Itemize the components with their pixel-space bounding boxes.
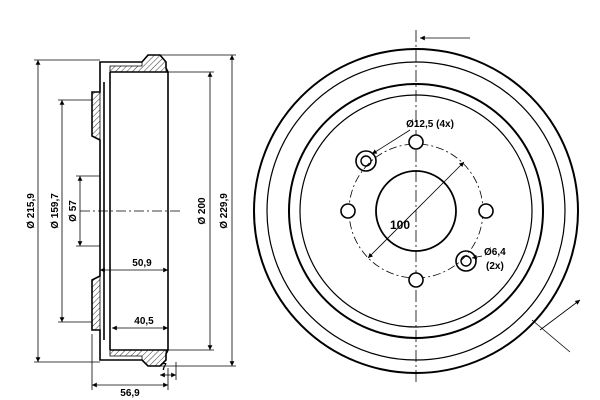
pin-hole-leader [471, 254, 483, 260]
drum-rings [253, 48, 579, 374]
front-view: Ø12,5 (4x) 100 Ø6,4 (2x) [253, 30, 581, 385]
pcd-leader [367, 161, 465, 259]
drum-section [91, 54, 169, 367]
pin-holes-label: Ø6,4 [484, 247, 506, 258]
bolt-hole-right [478, 203, 494, 219]
bolt-hole-top [408, 134, 424, 150]
pcd-label: 100 [390, 218, 410, 232]
bolt-holes-label: Ø12,5 (4x) [406, 119, 454, 130]
dim-width-56-9-label: 56,9 [120, 388, 140, 399]
pin-holes [355, 150, 477, 272]
dim-overall-label: Ø 229,9 [219, 193, 230, 229]
section-hatching [91, 54, 167, 367]
bolt-hole-leader [371, 129, 411, 155]
pin-count-label: (2x) [486, 261, 504, 272]
corner-dim-extension [531, 319, 571, 353]
dim-width-50-9-label: 50,9 [132, 258, 152, 269]
vertical-dimensions [34, 54, 236, 367]
bolt-hole-bottom [408, 272, 424, 288]
dim-width-40-5-label: 40,5 [134, 316, 154, 327]
dim-bolt-circle-label: Ø 159,7 [50, 193, 61, 229]
bolt-holes [340, 134, 494, 288]
corner-dim-line [539, 299, 581, 331]
dim-hub-label: Ø 57 [68, 200, 79, 222]
horizontal-dimensions [91, 267, 177, 390]
dim-outer-flange-label: Ø 215,9 [26, 193, 37, 229]
dim-width-7-label: 7 [161, 362, 167, 373]
side-view: Ø 215,9 Ø 159,7 Ø 57 Ø 200 Ø 229,9 50,9 … [26, 54, 236, 399]
dim-braking-label: Ø 200 [197, 197, 208, 225]
bolt-hole-left [340, 203, 356, 219]
